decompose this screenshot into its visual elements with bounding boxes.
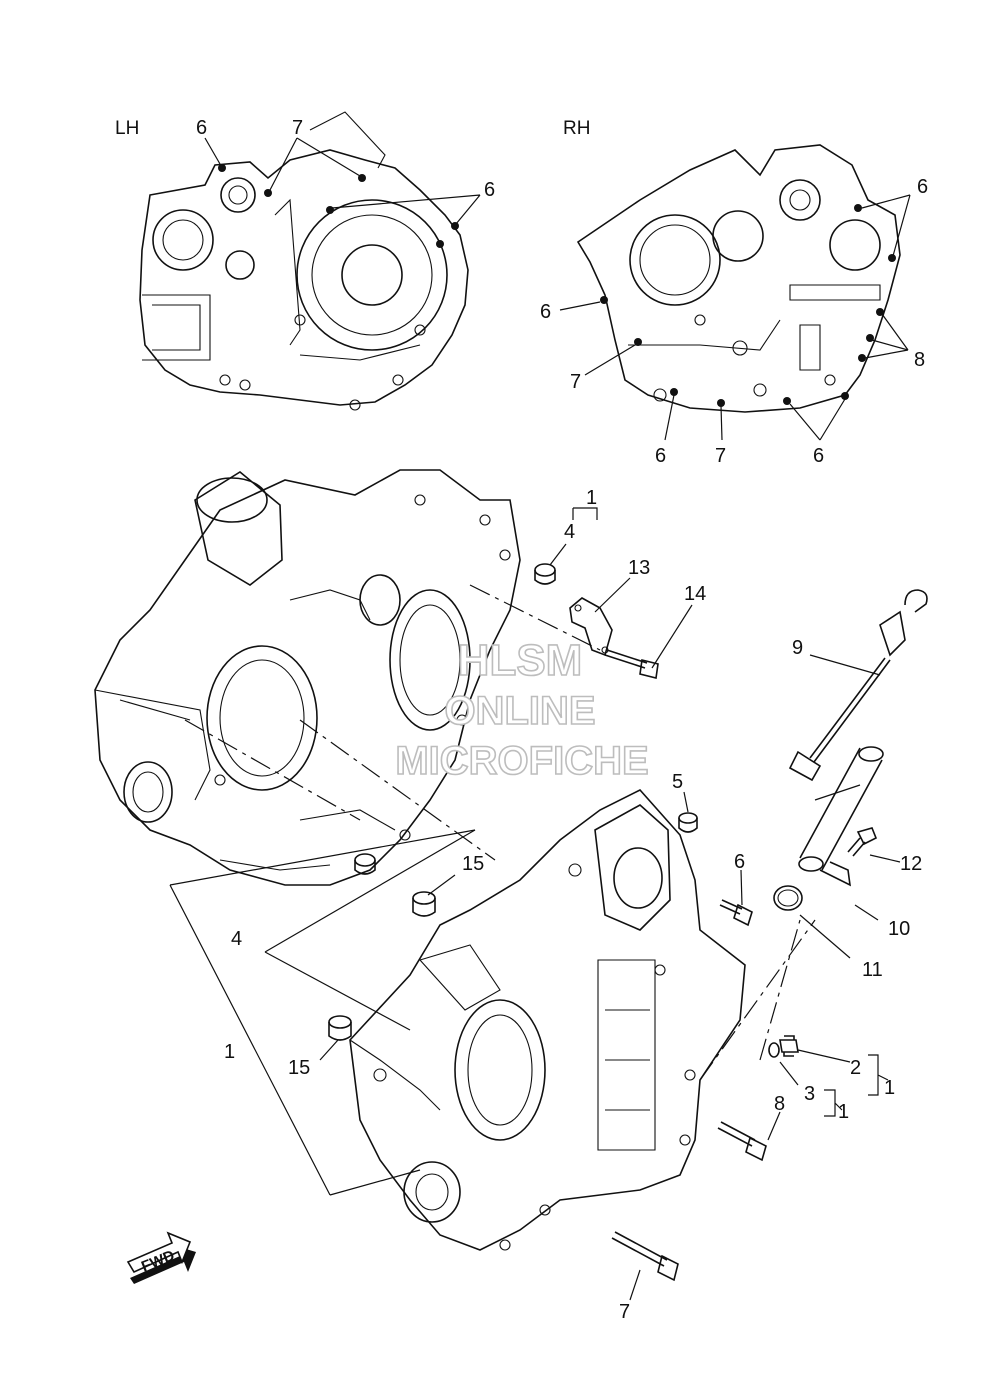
drain-gasket (768, 1042, 780, 1058)
fwd-arrow-badge: FWD (126, 1231, 196, 1284)
callout-6: 6 (540, 301, 551, 323)
o-ring (773, 885, 803, 911)
leader-lines (169, 507, 901, 1301)
callout-6: 6 (655, 445, 666, 467)
rh-view-label: RH (563, 118, 590, 139)
callout-4: 4 (231, 928, 242, 950)
watermark: HLSM ONLINE MICROFICHE (395, 635, 650, 784)
callout-1: 1 (224, 1041, 235, 1063)
callout-6: 6 (196, 117, 207, 139)
callout-7: 7 (619, 1301, 630, 1323)
oil-filler-tube (798, 746, 884, 887)
collar-5 (678, 812, 698, 833)
callouts-main: 1 4 13 14 9 5 6 12 15 10 4 11 1 2 1 15 3… (224, 487, 922, 1323)
drain-plug (779, 1035, 799, 1057)
callout-6: 6 (734, 851, 745, 873)
callout-7: 7 (292, 117, 303, 139)
callout-10: 10 (888, 918, 910, 940)
bolt-7 (611, 1231, 679, 1282)
callout-15: 15 (462, 853, 484, 875)
callout-1: 1 (838, 1101, 849, 1123)
lh-view-label: LH (115, 118, 139, 139)
callout-1: 1 (586, 487, 597, 509)
watermark-line-2: ONLINE (444, 689, 595, 733)
right-crankcase-half (349, 789, 746, 1251)
dipstick (788, 589, 928, 782)
callout-2: 2 (850, 1057, 861, 1079)
callout-9: 9 (792, 637, 803, 659)
callout-6: 6 (813, 445, 824, 467)
rh-crankcase-view: RH 6 6 8 7 6 7 6 (540, 118, 928, 467)
callout-3: 3 (804, 1083, 815, 1105)
callout-1: 1 (884, 1077, 895, 1099)
bolt-6 (719, 899, 753, 927)
watermark-line-3: MICROFICHE (395, 739, 648, 783)
callout-8: 8 (774, 1093, 785, 1115)
bolt-8 (717, 1121, 767, 1162)
plate-bolt (604, 649, 659, 679)
dowel-pin-upper (534, 563, 556, 585)
callout-7: 7 (715, 445, 726, 467)
left-crankcase-half (94, 469, 521, 886)
callout-13: 13 (628, 557, 650, 579)
dowel-pin-15-upper (412, 891, 436, 917)
lh-crankcase-view: LH 6 7 6 (115, 111, 495, 411)
callout-15: 15 (288, 1057, 310, 1079)
callout-11: 11 (862, 959, 883, 981)
watermark-line-1: HLSM (458, 636, 583, 685)
callout-6: 6 (917, 176, 928, 198)
callout-7: 7 (570, 371, 581, 393)
dowel-pin-lower (354, 853, 376, 875)
callout-5: 5 (672, 771, 683, 793)
callout-14: 14 (684, 583, 706, 605)
callout-8: 8 (914, 349, 925, 371)
dowel-pin-15-lower (328, 1015, 352, 1041)
callout-12: 12 (900, 853, 922, 875)
callout-4: 4 (564, 521, 575, 543)
bolt-12 (847, 827, 878, 857)
callout-6: 6 (484, 179, 495, 201)
